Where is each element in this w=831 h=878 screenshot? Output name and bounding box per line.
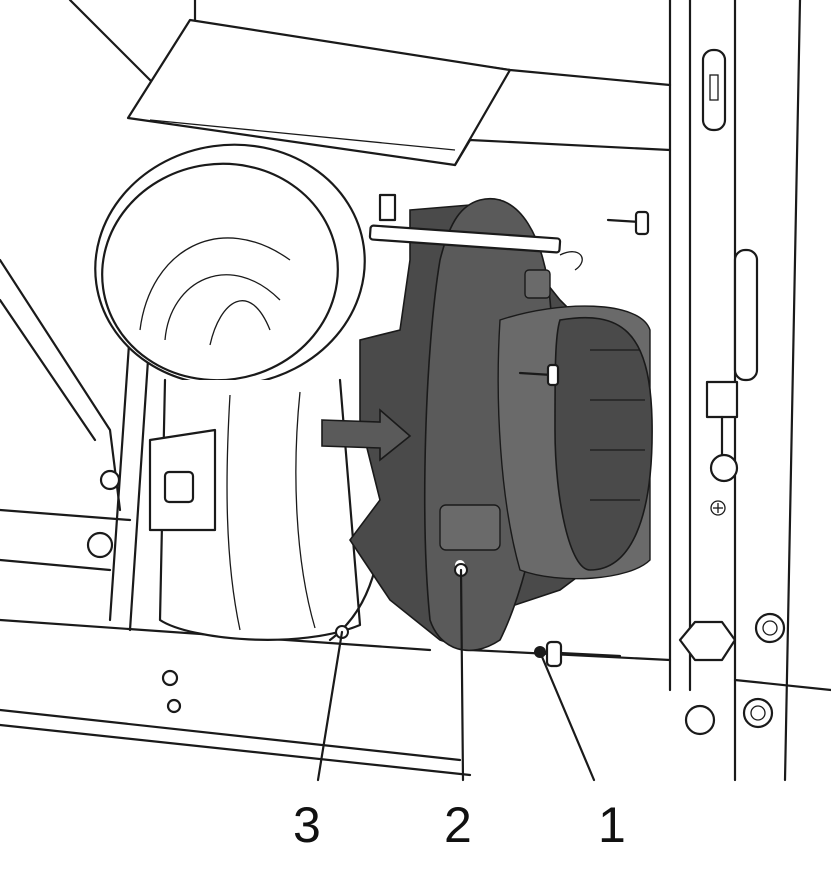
screw-bottom (538, 640, 622, 668)
leader-line-3 (316, 630, 344, 782)
callout-label-1: 1 (598, 797, 626, 853)
direction-arrow-icon (321, 408, 412, 462)
callout-label-3: 3 (293, 797, 321, 853)
air-duct-ring (94, 143, 366, 387)
callout-label-2: 2 (444, 797, 472, 853)
screw-top (606, 210, 650, 236)
leader-lines (316, 563, 596, 782)
leader-line-1 (538, 650, 596, 782)
plus-symbol-icon (710, 500, 726, 516)
right-panel-fittings (161, 48, 786, 736)
leader-line-2 (459, 568, 465, 782)
screw-middle (518, 363, 560, 387)
mounting-rod (368, 193, 583, 271)
clamp-bracket (86, 428, 217, 559)
fan-motor-assembly (349, 197, 653, 652)
